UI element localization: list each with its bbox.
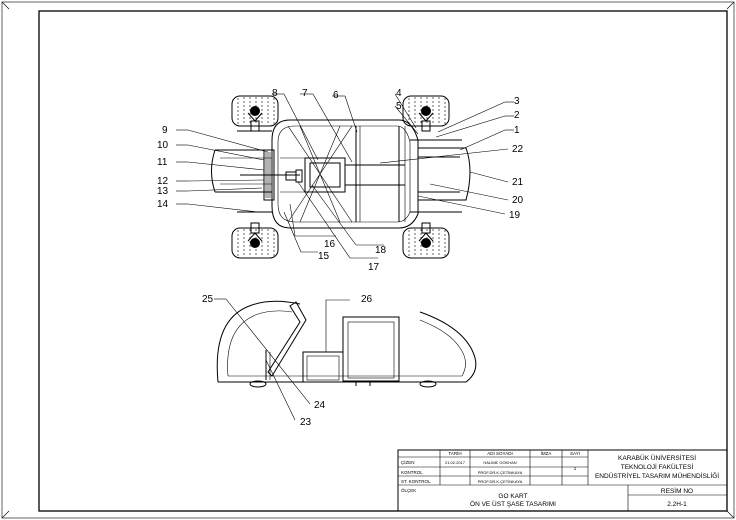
wheel-top-right — [402, 95, 450, 127]
side-body-outer — [218, 311, 477, 383]
callout-7: 7 — [302, 88, 308, 99]
resim-no-label: RESİM NO — [661, 486, 693, 495]
callout-22: 22 — [512, 144, 524, 155]
front-bumper — [211, 149, 272, 193]
wheel-top-left — [231, 95, 279, 127]
diagonal-braces — [287, 125, 353, 223]
wheel-bottom-left — [231, 227, 279, 259]
kontrol-name: PROF.DR.K.ÇETİNKAYA — [478, 470, 523, 475]
seat-back — [342, 316, 400, 382]
resim-no-value: 2.2H-1 — [667, 501, 687, 508]
header-sayi: SAYI — [570, 451, 580, 456]
drawing-title-line-1: GO KART — [498, 493, 527, 500]
university-line-1: KARABÜK ÜNİVERSİTESİ — [618, 453, 696, 462]
top-view — [211, 95, 471, 259]
wheel-bottom-right — [402, 227, 450, 259]
row-olcek: ÖLÇEK — [401, 487, 416, 493]
callout-3: 3 — [514, 96, 520, 107]
callout-8: 8 — [272, 88, 278, 99]
university-line-2: TEKNOLOJİ FAKÜLTESİ — [621, 462, 694, 471]
callout-11: 11 — [157, 157, 168, 168]
header-imza: İMZA — [541, 450, 552, 456]
cizen-name: HALİME GÖKHAN — [483, 460, 516, 465]
callout-1: 1 — [514, 125, 520, 136]
callout-25: 25 — [202, 294, 214, 305]
header-tarih: TARİH — [448, 450, 461, 456]
row-cizen: ÇİZEN — [401, 459, 415, 465]
university-line-3: ENDÜSTRİYEL TASARIM MÜHENDİSLİĞİ — [595, 471, 719, 480]
corner-mark — [1, 1, 10, 10]
callout-15: 15 — [318, 251, 330, 262]
drawing-title-line-2: ÖN VE ÜST ŞASE TASARIMI — [470, 500, 556, 508]
callout-23: 23 — [300, 417, 312, 428]
callout-13: 13 — [157, 186, 169, 197]
callout-19: 19 — [509, 210, 521, 221]
corner-mark — [726, 510, 735, 519]
frame-inner-outline — [277, 125, 411, 223]
sayi-value: 1 — [574, 466, 577, 471]
seat-base — [302, 351, 344, 383]
callout-26: 26 — [361, 294, 373, 305]
row-kontrol: KONTROL — [401, 470, 423, 475]
callout-9: 9 — [162, 125, 168, 136]
callout-24: 24 — [314, 400, 326, 411]
frame-outline — [271, 119, 419, 229]
callout-14: 14 — [157, 199, 169, 210]
callout-labels: 3 2 1 22 21 20 19 4 5 6 7 8 9 10 11 12 1… — [157, 88, 524, 428]
callout-17: 17 — [368, 262, 380, 273]
callout-21: 21 — [512, 177, 524, 188]
callout-4: 4 — [396, 88, 402, 99]
title-block: TARİH ADI SOYADI İMZA SAYI ÇİZEN 21.02.2… — [397, 449, 728, 512]
corner-mark — [726, 1, 735, 10]
seat-mount-box — [304, 157, 346, 193]
callout-2: 2 — [514, 110, 520, 121]
callout-5: 5 — [396, 101, 402, 112]
cizen-date: 21.02.2017 — [445, 460, 466, 465]
callout-10: 10 — [157, 140, 169, 151]
callout-16: 16 — [324, 239, 336, 250]
corner-mark — [1, 510, 10, 519]
st-kontrol-name: PROF.DR.K.ÇETİNKAYA — [478, 479, 523, 484]
callout-6: 6 — [333, 90, 339, 101]
callout-20: 20 — [512, 195, 524, 206]
steering-knuckles — [247, 112, 434, 242]
side-view — [216, 300, 477, 388]
callout-12: 12 — [157, 176, 169, 187]
header-adi-soyadi: ADI SOYADI — [487, 451, 512, 456]
row-st-kontrol: ST. KONTROL — [401, 479, 431, 484]
callout-18: 18 — [375, 245, 387, 256]
sheet-inner-border — [38, 10, 728, 512]
front-nose-outer — [216, 300, 301, 383]
steering-column-side — [267, 301, 307, 377]
top-view-leaders — [176, 93, 514, 259]
side-view-leaders — [214, 298, 350, 421]
